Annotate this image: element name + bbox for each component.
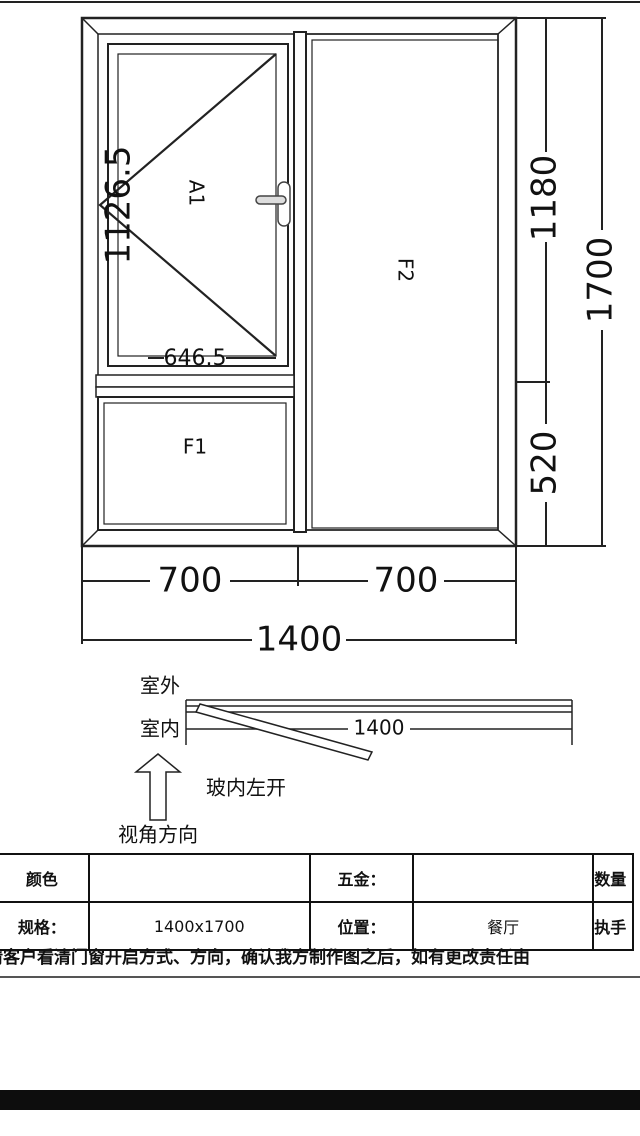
location-label: 位置： [308,901,415,951]
sash-label: A1 [185,180,209,206]
bottom-dimension-lines [81,546,517,644]
handle-label: 执手 [592,901,634,951]
sash-width-label: 646.5 [164,346,227,371]
right-dimension-lines [516,17,606,547]
right-fixed-label: F2 [394,258,418,282]
color-label: 颜色 [0,853,90,903]
transom [95,374,295,388]
sash-height-label: 1126.5 [99,146,139,265]
sash-a1 [98,43,289,367]
fixed-pane-f1 [97,396,295,531]
table-row: 颜色 五金： 数量 [0,853,634,903]
transom-lower [95,386,295,398]
lower-height-label: 520 [525,431,565,496]
total-width-label: 1400 [256,620,343,660]
size-value: 1400x1700 [87,901,311,951]
left-width-label: 700 [158,561,223,601]
right-width-label: 700 [374,561,439,601]
window-elevation-drawing: A1 1126.5 646.5 F1 F2 1180 520 1700 700 … [0,1,640,847]
opening-note: 玻内左开 [206,776,286,800]
spec-table: 颜色 五金： 数量 规格： 1400x1700 位置： 餐厅 执手 [0,853,634,951]
outside-label: 室外 [140,674,180,698]
lower-fixed-label: F1 [183,435,207,459]
upper-height-label: 1180 [525,155,565,242]
view-direction-arrow-icon [133,753,183,821]
table-row: 规格： 1400x1700 位置： 餐厅 执手 [0,901,634,951]
inside-label: 室内 [140,717,180,741]
vertical-mullion [293,31,307,533]
notice-text: 请客户看清门窗开启方式、方向，确认我方制作图之后，如有更改责任由 [0,940,640,978]
handle-icon [255,181,291,227]
hardware-value [412,853,595,903]
fixed-pane-f2 [305,33,499,531]
color-value [87,853,311,903]
bottom-bar [0,1090,640,1110]
plan-view [185,699,573,761]
plan-width-label: 1400 [354,716,405,740]
size-label: 规格： [0,901,90,951]
view-direction-label: 视角方向 [118,823,198,847]
quantity-label: 数量 [592,853,634,903]
location-value: 餐厅 [412,901,595,951]
hardware-label: 五金： [308,853,415,903]
total-height-label: 1700 [581,237,621,324]
